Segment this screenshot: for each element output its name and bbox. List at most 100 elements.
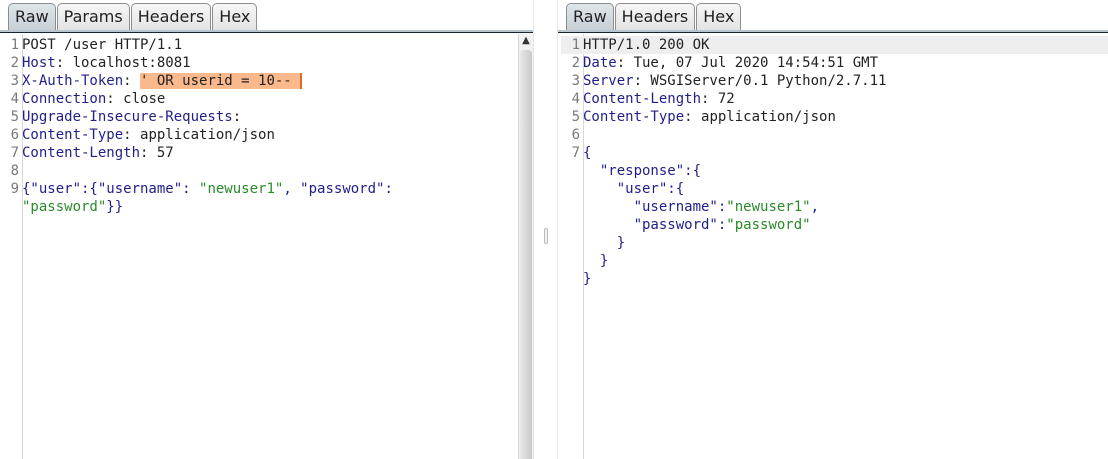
code-token: POST /user HTTP/1.1 <box>22 37 183 53</box>
code-token: , "password": <box>283 181 393 197</box>
code-token: Content-Length <box>583 91 702 107</box>
request-scrollbar[interactable]: ▲ <box>518 34 533 459</box>
line-number: 8 <box>10 163 19 179</box>
response-tab-raw[interactable]: Raw <box>566 3 614 30</box>
code-token: : WSGIServer/0.1 Python/2.7.11 <box>633 73 887 89</box>
code-line: 6 <box>561 126 1108 144</box>
code-line: } <box>561 270 1108 288</box>
code-token: "response":{ <box>583 163 702 179</box>
code-token: Content-Type <box>22 127 124 143</box>
gutter-divider <box>583 34 584 459</box>
code-token: : <box>123 73 141 89</box>
code-token: Upgrade-Insecure-Requests <box>22 109 233 125</box>
line-number: 6 <box>10 127 19 143</box>
code-line: } <box>561 252 1108 270</box>
code-token: }} <box>106 199 124 215</box>
line-number: 7 <box>571 145 580 161</box>
line-number: 5 <box>10 109 19 125</box>
code-line: "password"}} <box>0 198 533 216</box>
code-line: "password":"password" <box>561 216 1108 234</box>
code-token: "username": <box>583 199 727 215</box>
line-number: 2 <box>571 55 580 71</box>
line-number: 1 <box>10 37 19 53</box>
response-tab-headers[interactable]: Headers <box>614 3 696 30</box>
code-token: : 57 <box>140 145 174 161</box>
code-line: } <box>561 234 1108 252</box>
code-line: 9{"user":{"username": "newuser1", "passw… <box>0 180 533 198</box>
code-token: : Tue, 07 Jul 2020 14:54:51 GMT <box>616 55 879 71</box>
code-line: "response":{ <box>561 162 1108 180</box>
code-line: 8 <box>0 162 533 180</box>
code-token: : <box>232 109 242 125</box>
code-token: "newuser1" <box>726 199 811 215</box>
code-token: "password" <box>726 217 811 233</box>
request-tab-params[interactable]: Params <box>56 3 130 30</box>
code-token: : localhost:8081 <box>55 55 191 71</box>
code-token: "password": <box>583 217 727 233</box>
gutter-divider <box>22 34 23 459</box>
code-token: } <box>583 235 626 251</box>
code-token: } <box>583 253 609 269</box>
code-token: Content-Type <box>583 109 685 125</box>
request-tab-raw[interactable]: Raw <box>8 3 56 30</box>
response-tab-hex[interactable]: Hex <box>696 3 742 30</box>
request-tab-headers[interactable]: Headers <box>130 3 212 30</box>
code-token: Connection <box>22 91 107 107</box>
code-token: "newuser1" <box>199 181 284 197</box>
line-number: 7 <box>10 145 19 161</box>
code-token: , <box>810 199 820 215</box>
scrollbar-thumb[interactable] <box>520 50 532 459</box>
tabbar-divider <box>0 30 533 33</box>
code-token: : application/json <box>123 127 275 143</box>
tabbar-divider <box>558 30 1108 33</box>
code-token: : 72 <box>701 91 735 107</box>
splitter-grip-icon[interactable] <box>544 228 548 244</box>
code-token: HTTP/1.0 200 OK <box>583 37 710 53</box>
line-number: 5 <box>571 109 580 125</box>
line-number: 4 <box>571 91 580 107</box>
code-token: "password" <box>22 199 107 215</box>
line-number: 3 <box>10 73 19 89</box>
selected-text: ' OR userid = 10-- <box>140 73 301 89</box>
code-token: : application/json <box>684 109 836 125</box>
scroll-up-icon[interactable]: ▲ <box>522 35 530 46</box>
pane-splitter[interactable] <box>533 0 558 459</box>
code-token: "user":{ <box>583 181 685 197</box>
line-number: 1 <box>571 37 580 53</box>
code-token: {"user":{"username": <box>22 181 200 197</box>
code-token: Content-Length <box>22 145 141 161</box>
request-tab-hex[interactable]: Hex <box>212 3 258 30</box>
line-number: 4 <box>10 91 19 107</box>
line-number: 2 <box>10 55 19 71</box>
line-number: 3 <box>571 73 580 89</box>
code-line: "user":{ <box>561 180 1108 198</box>
line-number: 9 <box>10 181 19 197</box>
line-number: 6 <box>571 127 580 143</box>
code-token: { <box>583 145 592 161</box>
code-line: 7{ <box>561 144 1108 162</box>
code-token: Host <box>22 55 56 71</box>
code-line: "username":"newuser1", <box>561 198 1108 216</box>
